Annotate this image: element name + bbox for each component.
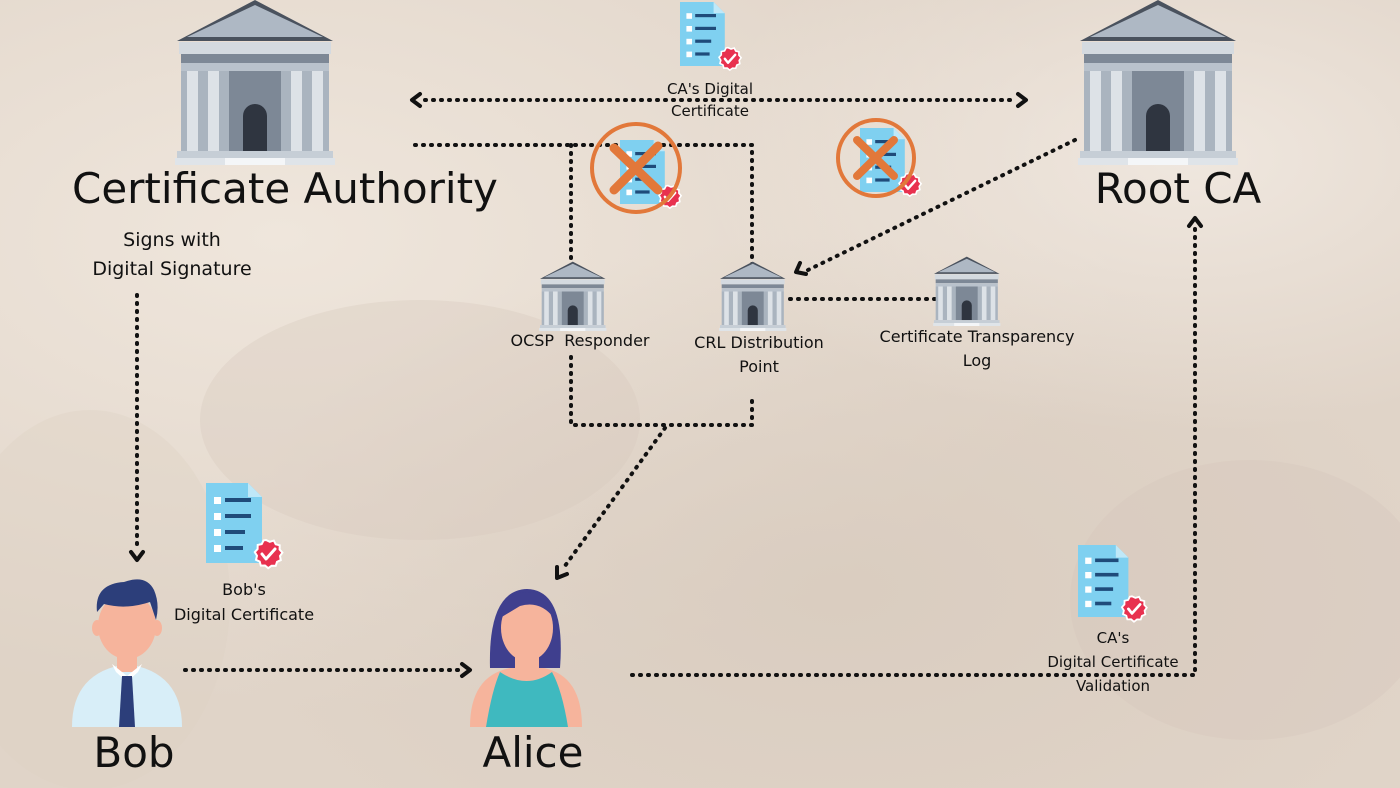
sign-with-signature-label: Signs with Digital Signature	[92, 229, 252, 280]
root-ca-to-crl-connector	[806, 138, 1077, 272]
arrowhead-bob-down	[129, 550, 145, 562]
arrowhead-alice-right	[460, 662, 472, 678]
alice-to-root-ca-connector	[630, 226, 1197, 677]
alice-avatar-icon	[470, 589, 582, 727]
crl-distribution-bank-icon	[719, 261, 787, 331]
ca-certificate-label: CA's Digital Certificate	[666, 80, 754, 120]
arrowhead-root-up	[1187, 216, 1203, 228]
ca-certificate-icon	[678, 0, 743, 72]
ct-log-label: Certificate Transparency Log	[879, 327, 1075, 370]
ocsp-crl-to-alice-connector	[569, 355, 754, 427]
ct-log-bank-icon	[933, 256, 1001, 326]
arrowhead-alice-diag	[555, 565, 569, 580]
crl-distribution-point-label: CRL Distribution Point	[694, 333, 824, 376]
bob-certificate-icon	[204, 481, 284, 570]
arrowhead-right-root	[1016, 92, 1028, 108]
ocsp-responder-bank-icon	[539, 261, 607, 331]
ocsp-responder-label: OCSP Responder	[510, 331, 650, 350]
ca-validation-certificate-icon	[1076, 543, 1149, 624]
revoked-certificate-icon-1	[590, 122, 683, 214]
arrowhead-crl	[794, 261, 808, 276]
certificate-authority-bank-icon	[175, 0, 335, 165]
bob-certificate-label: Bob's Digital Certificate	[173, 580, 315, 624]
root-ca-bank-icon	[1078, 0, 1238, 165]
root-ca-title: Root CA	[1094, 164, 1262, 213]
ca-validation-label: CA's Digital Certificate Validation	[1047, 629, 1179, 695]
ocsp-crl-to-alice-arrow-line	[560, 426, 667, 572]
revoked-certificate-icon-2	[836, 118, 923, 198]
ca-to-ocsp-crl-connector	[413, 143, 754, 267]
arrowhead-left-ca	[410, 92, 422, 108]
alice-name: Alice	[482, 728, 584, 777]
bob-avatar-icon	[72, 579, 182, 727]
bob-name: Bob	[93, 728, 175, 777]
certificate-authority-title: Certificate Authority	[72, 164, 498, 213]
